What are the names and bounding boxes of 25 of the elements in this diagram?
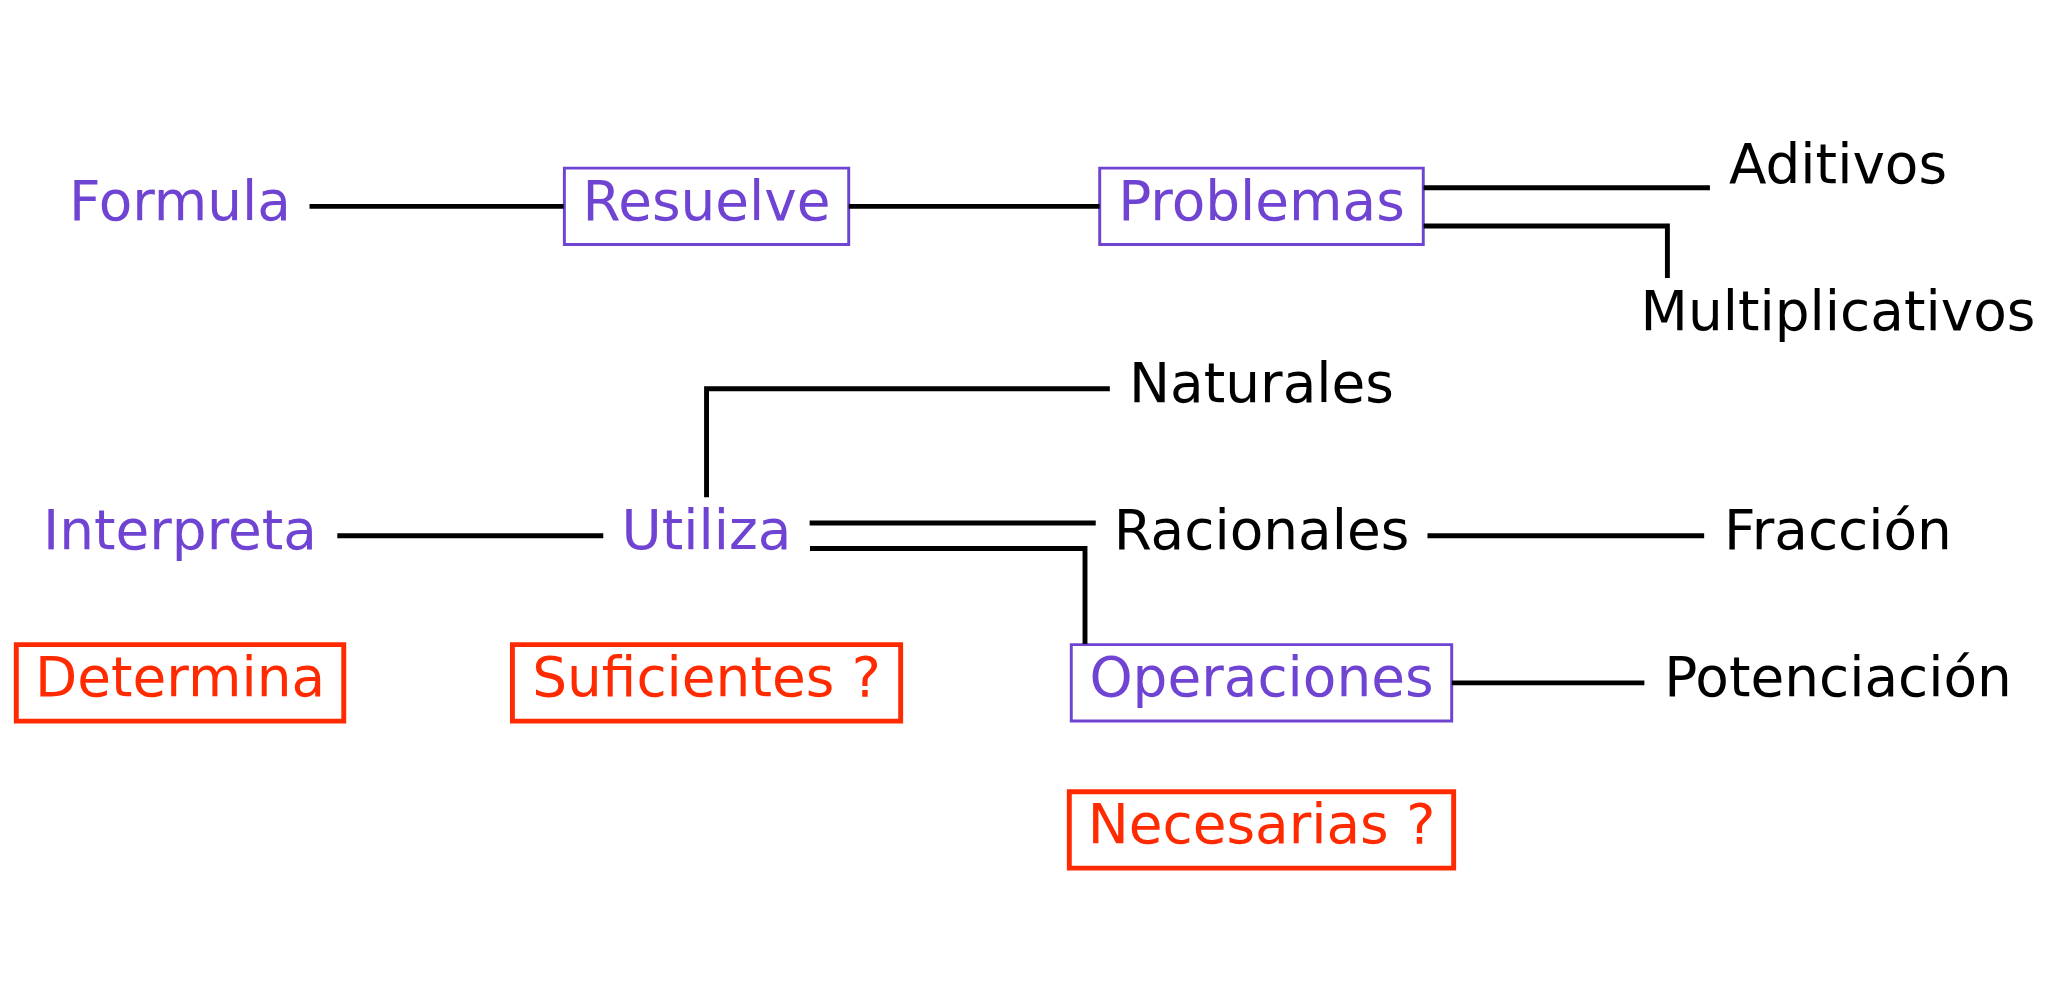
connector xyxy=(1451,679,1645,685)
node-text: Racionales xyxy=(1113,497,1410,562)
connector xyxy=(1423,184,1710,190)
node-text: Utiliza xyxy=(621,497,792,562)
node-box: Problemas xyxy=(1098,166,1425,246)
node-text: Fracción xyxy=(1724,497,1952,562)
node-box: Determina xyxy=(13,641,347,724)
node-text: Aditivos xyxy=(1728,131,1948,196)
connector xyxy=(809,520,1096,525)
node-text: Interpreta xyxy=(43,497,318,562)
connector xyxy=(309,203,564,209)
node-text: Naturales xyxy=(1129,350,1394,415)
connector xyxy=(1423,223,1670,278)
connector xyxy=(337,532,604,538)
connector xyxy=(848,203,1100,209)
connector xyxy=(704,385,1110,497)
node-text: Potenciación xyxy=(1664,644,2012,709)
node-box: Suficientes ? xyxy=(509,641,904,724)
connector xyxy=(1427,532,1705,538)
node-box: Operaciones xyxy=(1069,642,1454,723)
node-text: Formula xyxy=(69,168,292,233)
node-box: Resuelve xyxy=(562,166,851,246)
node-box: Necesarias ? xyxy=(1066,788,1457,871)
connector xyxy=(809,545,1088,644)
node-text: Multiplicativos xyxy=(1640,278,2036,343)
